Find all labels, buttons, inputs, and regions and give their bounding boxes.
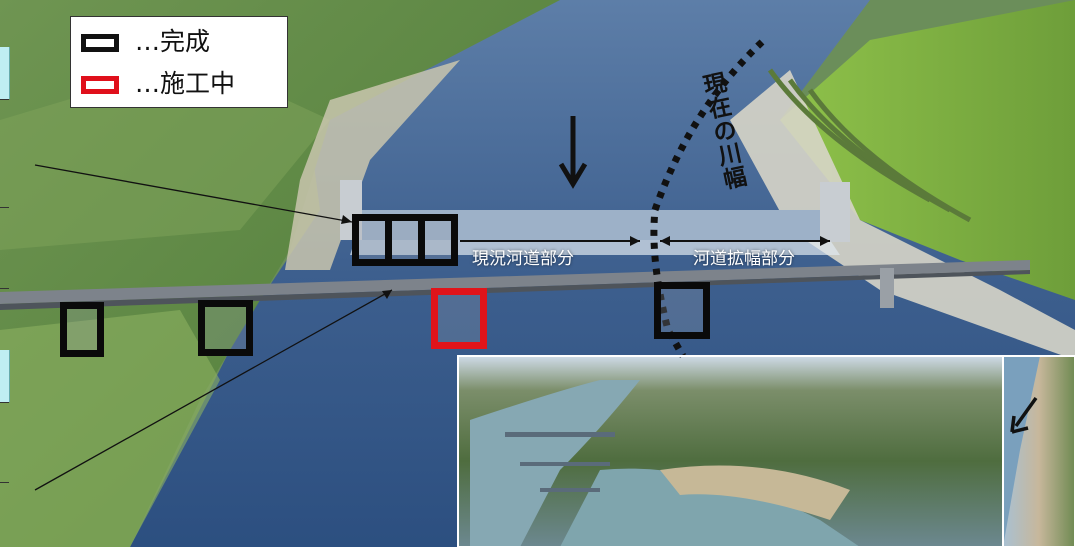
under-construction-swatch (81, 76, 119, 94)
completed-swatch (81, 34, 119, 52)
pier-marker-completed (654, 282, 710, 339)
side-table-rule (0, 288, 9, 289)
side-table-rule (0, 482, 9, 483)
vertical-char: 幅 (721, 163, 750, 195)
pier-marker-completed (418, 214, 458, 266)
widening-label: 河道拡幅部分 (693, 249, 795, 269)
side-table-rule (0, 207, 9, 208)
side-table-tab (0, 47, 10, 99)
side-table-rule (0, 402, 9, 403)
pier-marker-completed (198, 300, 253, 356)
pier-marker-under-construction (431, 288, 487, 349)
pier-marker-completed (60, 302, 104, 357)
side-table-tab (0, 350, 10, 402)
existing-channel-label: 現況河道部分 (472, 249, 574, 269)
legend-completed-label: …完成 (135, 27, 211, 56)
legend-item-under-construction: …施工中 (71, 65, 287, 105)
side-table-rule (0, 99, 9, 100)
legend: …完成 …施工中 (70, 16, 288, 108)
legend-item-completed: …完成 (71, 23, 287, 63)
legend-under-construction-label: …施工中 (135, 69, 236, 98)
